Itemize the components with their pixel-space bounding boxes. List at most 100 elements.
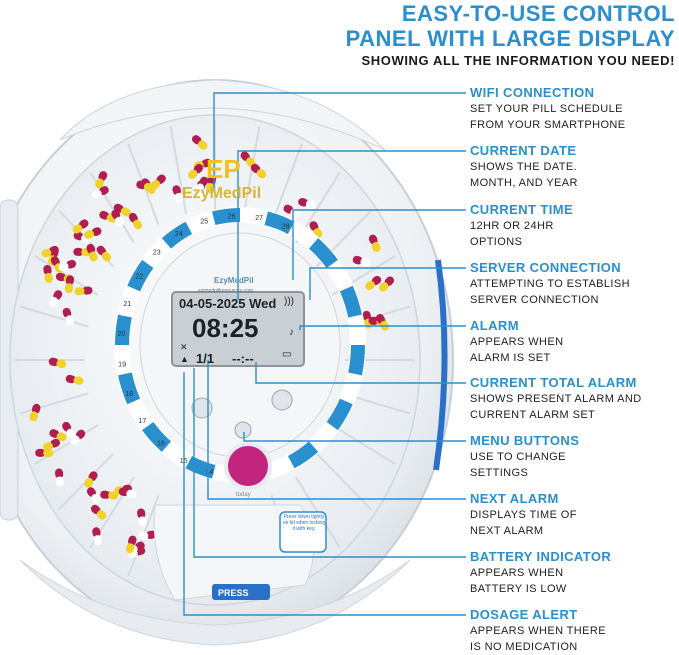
dial-day-number: 17 xyxy=(138,418,146,425)
pill-capsule xyxy=(92,527,102,546)
pill-capsule xyxy=(35,448,54,458)
dial-day-number: 19 xyxy=(118,361,126,368)
dial-day-number: 28 xyxy=(282,224,290,231)
dial-day-number: 20 xyxy=(118,331,126,338)
pill-capsule xyxy=(172,185,184,203)
dial-segment xyxy=(308,238,338,269)
menu-button-center[interactable] xyxy=(234,421,252,439)
feature-desc: ATTEMPTING TO ESTABLISH SERVER CONNECTIO… xyxy=(470,278,630,306)
dial-segment xyxy=(127,259,154,292)
pill-capsule xyxy=(84,471,98,488)
press-label: PRESS xyxy=(218,588,249,598)
base-foot xyxy=(19,559,411,646)
feature-title: ALARM xyxy=(470,318,519,333)
pill-capsule xyxy=(187,163,204,180)
press-button[interactable] xyxy=(212,584,270,600)
dial-day-number: 26 xyxy=(228,213,236,220)
feature-title: DOSAGE ALERT xyxy=(470,607,578,622)
pill-capsule xyxy=(49,290,63,307)
pill-capsule xyxy=(118,487,137,499)
pill-capsule xyxy=(64,275,75,294)
pill-capsule xyxy=(136,180,154,192)
compartment-divider xyxy=(331,424,396,465)
dispense-window xyxy=(224,442,272,490)
pill-capsule xyxy=(55,468,64,487)
dispenser-side-stripe xyxy=(433,259,448,471)
pill-capsule xyxy=(191,135,208,150)
lid-note-label xyxy=(279,511,327,553)
pill-capsule xyxy=(86,243,98,262)
feature-desc: APPEARS WHEN BATTERY IS LOW xyxy=(470,567,567,595)
dial-segment xyxy=(326,398,353,431)
pill-capsule xyxy=(111,209,124,227)
menu-button-right[interactable] xyxy=(271,389,293,411)
feature-desc: APPEARS WHEN THERE IS NO MEDICATION xyxy=(470,625,606,653)
feature-title: SERVER CONNECTION xyxy=(470,260,622,275)
pill-capsule xyxy=(41,245,59,258)
feature-desc: SHOWS THE DATE. MONTH, AND YEAR xyxy=(470,161,578,189)
callout-line-alarm xyxy=(299,325,466,330)
dial-segment xyxy=(264,211,295,235)
pill-capsule xyxy=(49,429,67,442)
pill-capsule xyxy=(138,530,157,541)
dial-day-number: 25 xyxy=(200,219,208,226)
warning-triangle-icon: ▲ xyxy=(180,354,189,364)
pill-capsule xyxy=(368,234,381,252)
lcd-time: 08:25 xyxy=(192,313,259,343)
feature-battery: BATTERY INDICATOR APPEARS WHEN BATTERY I… xyxy=(470,549,676,597)
dial-day-number: 27 xyxy=(255,215,263,222)
pill-capsule xyxy=(62,421,76,439)
brand-name: EzyMedPil xyxy=(182,185,261,202)
menu-button-left[interactable] xyxy=(191,397,213,419)
top-lid xyxy=(59,79,386,151)
panel-brand: EzyMedPil xyxy=(214,276,254,285)
headline-line-1: EASY-TO-USE CONTROL xyxy=(401,1,675,26)
feature-title: NEXT ALARM xyxy=(470,491,559,506)
callout-line-menu xyxy=(243,432,466,442)
feature-desc: DISPLAYS TIME OF NEXT ALARM xyxy=(470,509,577,537)
pill-capsule xyxy=(125,535,137,554)
dial-segment xyxy=(115,314,132,346)
feature-title: WIFI CONNECTION xyxy=(470,85,595,100)
dosage-alert-icon: ✕ xyxy=(180,342,188,352)
pill-capsule xyxy=(29,403,41,422)
callout-line-server xyxy=(309,267,466,300)
feature-server: SERVER CONNECTION ATTEMPTING TO ESTABLIS… xyxy=(470,260,676,308)
dial-day-number: 18 xyxy=(125,391,133,398)
callout-line-wifi xyxy=(213,92,466,190)
feature-desc: APPEARS WHEN ALARM IS SET xyxy=(470,336,564,364)
callout-line-next xyxy=(207,360,466,500)
feature-title: CURRENT DATE xyxy=(470,143,577,158)
callout-line-battery xyxy=(193,368,466,558)
pill-capsule xyxy=(84,227,102,239)
feature-title: BATTERY INDICATOR xyxy=(470,549,612,564)
headline-line-2: PANEL WITH LARGE DISPLAY xyxy=(345,26,675,51)
dial-segment xyxy=(185,455,216,479)
pill-capsule xyxy=(365,275,382,291)
compartment-divider xyxy=(169,125,188,214)
callout-line-dosage xyxy=(183,372,466,616)
lcd-date: 04-05-2025 Wed xyxy=(179,296,276,311)
today-label: today xyxy=(236,492,251,498)
pill-capsule xyxy=(128,212,143,230)
pill-capsule xyxy=(43,438,61,452)
feature-dosage-alert: DOSAGE ALERT APPEARS WHEN THERE IS NO ME… xyxy=(470,607,676,655)
compartment-divider xyxy=(315,452,373,511)
pill-capsule xyxy=(72,219,89,234)
dial-day-number: 14 xyxy=(206,469,214,476)
feature-date: CURRENT DATE SHOWS THE DATE. MONTH, AND … xyxy=(470,143,676,191)
pill-capsule xyxy=(95,171,108,189)
feature-desc: 12HR OR 24HR OPTIONS xyxy=(470,220,554,248)
dial-day-number: 16 xyxy=(157,441,165,448)
compartment-divider xyxy=(270,143,303,226)
pill-capsule xyxy=(100,490,119,500)
feature-title: MENU BUTTONS xyxy=(470,433,580,448)
dial-segment xyxy=(339,285,362,318)
pill-capsule xyxy=(58,259,77,271)
dial-segment xyxy=(118,372,141,405)
compartment-divider xyxy=(19,305,89,328)
dial-segment xyxy=(287,441,319,469)
compartment-divider xyxy=(19,392,89,415)
